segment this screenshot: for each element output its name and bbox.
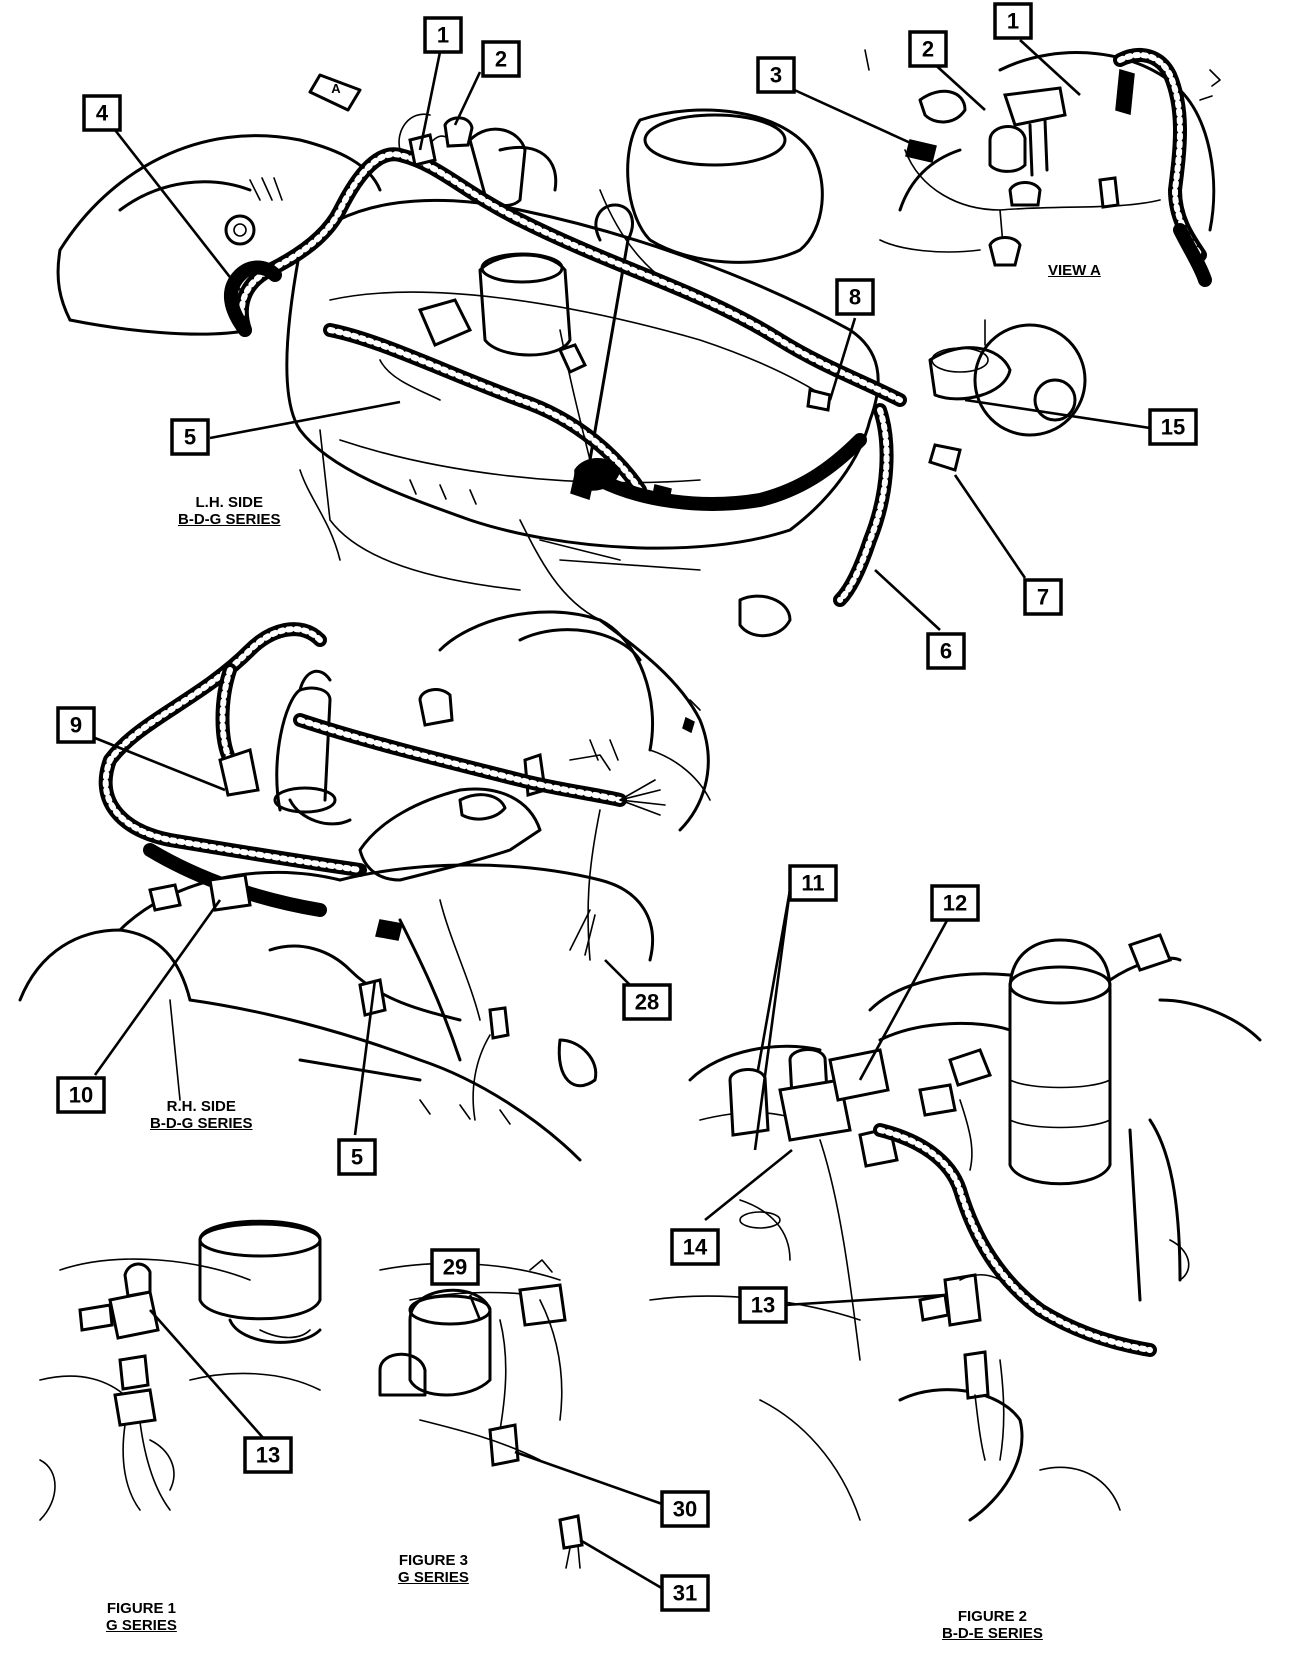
caption-figure-2: FIGURE 2 B-D-E SERIES bbox=[942, 1608, 1043, 1642]
callout-10-label: 10 bbox=[69, 1083, 93, 1108]
caption-figure-2-line2: B-D-E SERIES bbox=[942, 1625, 1043, 1642]
caption-figure-1-line2: G SERIES bbox=[106, 1617, 177, 1634]
caption-lh-side-line1: L.H. SIDE bbox=[195, 494, 264, 511]
caption-view-a: VIEW A bbox=[1048, 262, 1101, 279]
callout-3: 3 bbox=[756, 56, 796, 94]
callout-5-bottom-label: 5 bbox=[351, 1145, 363, 1170]
callout-8-label: 8 bbox=[849, 285, 861, 310]
callout-7-label: 7 bbox=[1037, 585, 1049, 610]
callout-10: 10 bbox=[56, 1076, 106, 1114]
callout-5-top-label: 5 bbox=[184, 425, 196, 450]
caption-figure-3: FIGURE 3 G SERIES bbox=[398, 1552, 469, 1586]
callout-31: 31 bbox=[660, 1574, 710, 1612]
view-arrow-letter: A bbox=[331, 81, 341, 96]
callout-5-top: 5 bbox=[170, 418, 210, 456]
callout-11: 11 bbox=[788, 864, 838, 902]
callout-4-label: 4 bbox=[96, 101, 109, 126]
callout-13-figure-1-label: 13 bbox=[256, 1443, 280, 1468]
callout-2-view-a-label: 2 bbox=[922, 37, 934, 62]
figure-3-illustration bbox=[378, 1259, 584, 1569]
callout-15: 15 bbox=[1148, 408, 1198, 446]
callout-1-view-a-label: 1 bbox=[1007, 9, 1019, 34]
callout-11-label: 11 bbox=[801, 871, 824, 896]
callout-6-label: 6 bbox=[940, 639, 952, 664]
callout-12: 12 bbox=[930, 884, 980, 922]
caption-rh-side-line2: B-D-G SERIES bbox=[150, 1115, 253, 1132]
callout-1-label: 1 bbox=[437, 23, 449, 48]
caption-rh-side-line1: R.H. SIDE bbox=[166, 1098, 236, 1115]
callout-5-bottom: 5 bbox=[337, 1138, 377, 1176]
callout-1-view-a: 1 bbox=[993, 2, 1033, 40]
callout-6: 6 bbox=[926, 632, 966, 670]
callout-28: 28 bbox=[622, 983, 672, 1021]
callout-12-label: 12 bbox=[943, 891, 967, 916]
caption-rh-side: R.H. SIDE B-D-G SERIES bbox=[150, 1098, 253, 1132]
callout-9: 9 bbox=[56, 706, 96, 744]
caption-view-a-text: VIEW A bbox=[1048, 262, 1101, 279]
caption-figure-1: FIGURE 1 G SERIES bbox=[106, 1600, 177, 1634]
figure-1-illustration bbox=[39, 1219, 322, 1521]
callout-9-label: 9 bbox=[70, 713, 82, 738]
figure-2-illustration bbox=[649, 933, 1262, 1522]
callout-29: 29 bbox=[430, 1248, 480, 1286]
callout-2-view-a: 2 bbox=[908, 30, 948, 68]
caption-lh-side-line2: B-D-G SERIES bbox=[178, 511, 281, 528]
callout-29-label: 29 bbox=[443, 1255, 467, 1280]
caption-figure-3-line1: FIGURE 3 bbox=[398, 1552, 469, 1569]
callout-3-label: 3 bbox=[770, 63, 782, 88]
caption-figure-3-line2: G SERIES bbox=[398, 1569, 469, 1586]
lh-side-engine-illustration bbox=[56, 73, 1087, 638]
caption-figure-2-line1: FIGURE 2 bbox=[957, 1608, 1028, 1625]
callout-14-label: 14 bbox=[683, 1235, 708, 1260]
callout-7: 7 bbox=[1023, 578, 1063, 616]
callout-4: 4 bbox=[82, 94, 122, 132]
callout-15-label: 15 bbox=[1161, 415, 1185, 440]
callout-30-label: 30 bbox=[673, 1497, 697, 1522]
callout-30: 30 bbox=[660, 1490, 710, 1528]
callout-2-label: 2 bbox=[495, 47, 507, 72]
callout-1: 1 bbox=[423, 16, 463, 54]
callout-13-figure-2: 13 bbox=[738, 1286, 788, 1324]
callout-8: 8 bbox=[835, 278, 875, 316]
caption-figure-1-line1: FIGURE 1 bbox=[106, 1600, 177, 1617]
view-a-illustration bbox=[864, 48, 1221, 287]
callout-13-figure-2-label: 13 bbox=[751, 1293, 775, 1318]
rh-side-engine-illustration bbox=[18, 610, 711, 1162]
caption-lh-side: L.H. SIDE B-D-G SERIES bbox=[178, 494, 281, 528]
callout-28-label: 28 bbox=[635, 990, 659, 1015]
callout-2: 2 bbox=[481, 40, 521, 78]
callout-leaders bbox=[93, 39, 1151, 1592]
callout-31-label: 31 bbox=[673, 1581, 697, 1606]
callout-14: 14 bbox=[670, 1228, 720, 1266]
callout-13-figure-1: 13 bbox=[243, 1436, 293, 1474]
